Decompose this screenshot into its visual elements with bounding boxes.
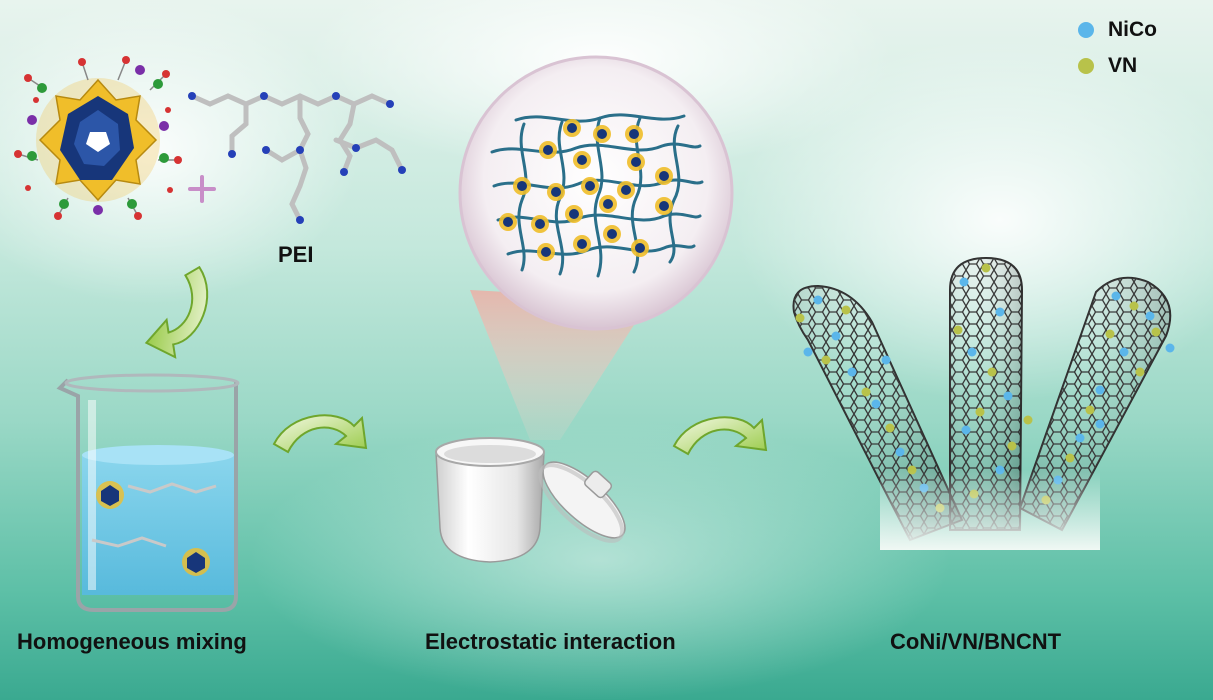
plus-icon (188, 175, 216, 203)
legend: NiCo VN (1078, 12, 1157, 84)
pei-label: PEI (278, 242, 314, 267)
step-product-label: CoNi/VN/BNCNT (890, 629, 1062, 654)
legend-label-nico: NiCo (1108, 18, 1157, 41)
legend-item-vn: VN (1078, 48, 1157, 84)
beaker-icon (56, 373, 240, 612)
bubble-pom-nodes (499, 119, 673, 261)
zoom-bubble (458, 55, 734, 331)
vn-dot-icon (1078, 58, 1094, 74)
nanotube-middle-icon (949, 256, 1024, 531)
nanotube-fade (880, 470, 1100, 550)
crucible-lid-icon (538, 461, 626, 543)
nico-dot-icon (1078, 22, 1094, 38)
pom-cluster-icon (14, 56, 182, 220)
pei-molecule-icon (189, 93, 405, 223)
crucible-icon (435, 437, 545, 563)
arrow-down-icon (144, 265, 209, 359)
legend-label-vn: VN (1108, 54, 1138, 77)
step-electrostatic-interaction-label: Electrostatic interaction (425, 629, 676, 654)
arrow-right-1-icon (272, 414, 368, 454)
legend-item-nico: NiCo (1078, 12, 1157, 48)
step-homogeneous-mixing-label: Homogeneous mixing (17, 629, 247, 654)
arrow-right-2-icon (672, 416, 768, 456)
pei-nitrogen-atoms (188, 92, 406, 224)
nanotube-right-icon (1018, 276, 1172, 532)
nico-particles (803, 277, 1175, 493)
